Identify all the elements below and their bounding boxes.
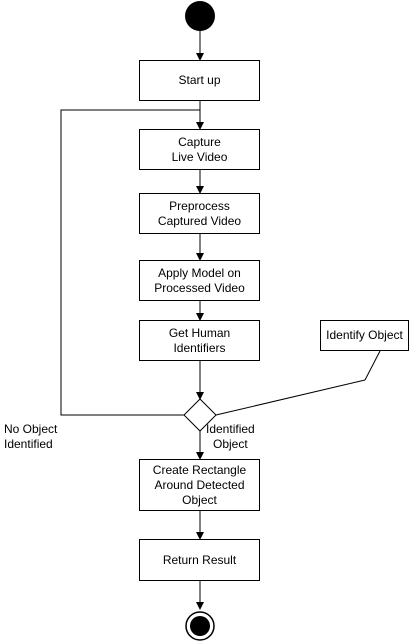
action-capture: Capture Live Video — [139, 129, 260, 170]
action-create-rectangle: Create Rectangle Around Detected Object — [139, 459, 260, 511]
action-apply-model-label: Apply Model on Processed Video — [154, 265, 245, 295]
action-return-result-label: Return Result — [162, 552, 237, 567]
initial-node — [185, 1, 215, 31]
final-node-core — [190, 616, 210, 636]
note-tail — [364, 350, 381, 381]
action-apply-model: Apply Model on Processed Video — [139, 260, 260, 301]
decision-node — [183, 398, 217, 432]
action-get-human: Get Human Identifiers — [139, 320, 260, 361]
action-get-human-label: Get Human Identifiers — [168, 325, 231, 355]
guard-no-object: No Object Identified — [4, 422, 58, 451]
action-preprocess-label: Preprocess Captured Video — [157, 198, 242, 228]
action-start-up-label: Start up — [178, 73, 221, 87]
note-connector — [215, 379, 366, 416]
flow-loop-no-object — [60, 109, 200, 416]
action-capture-label: Capture Live Video — [171, 134, 228, 164]
note-identify-object: Identify Object — [320, 320, 409, 351]
action-preprocess: Preprocess Captured Video — [139, 193, 260, 234]
guard-identified-object: Identified Object — [206, 422, 255, 451]
action-return-result: Return Result — [139, 539, 260, 581]
action-start-up: Start up — [139, 60, 260, 101]
note-label: Identify Object — [326, 328, 403, 342]
action-create-rectangle-label: Create Rectangle Around Detected Object — [152, 462, 247, 507]
